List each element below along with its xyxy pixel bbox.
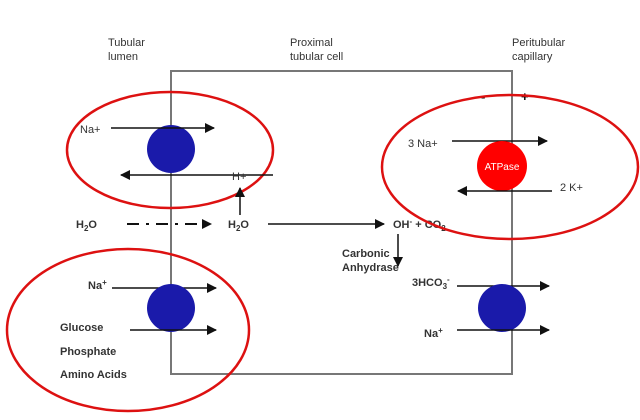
atpase-pump	[477, 141, 527, 191]
na-label-bottom-left: Na+	[88, 278, 107, 292]
cell-outline	[170, 70, 513, 375]
na-label-top-left: Na+	[80, 124, 101, 136]
bicarbonate-label: 3HCO3-	[412, 275, 450, 291]
carbonic-anhydrase-label: Carbonic Anhydrase	[342, 248, 399, 274]
h-label: H+	[232, 171, 246, 183]
amino-acids-label: Amino Acids	[60, 369, 127, 381]
cotransporter-bottom-right	[478, 284, 526, 332]
na-label-top-right: 3 Na+	[408, 138, 438, 150]
highlight-ellipse-bottom-left	[5, 247, 251, 413]
header-cell: Proximal tubular cell	[290, 37, 343, 63]
k-label: 2 K+	[560, 182, 583, 194]
highlight-ellipse-top-right	[380, 93, 640, 241]
antiporter-top-left	[147, 125, 195, 173]
na-label-bottom-right: Na+	[424, 326, 443, 340]
h2o-cell-label: H2O	[228, 219, 249, 233]
h2o-lumen-label: H2O	[76, 219, 97, 233]
glucose-label: Glucose	[60, 322, 103, 334]
phosphate-label: Phosphate	[60, 346, 116, 358]
cotransporter-bottom-left	[147, 284, 195, 332]
atpase-label: ATPase	[485, 162, 520, 173]
header-capillary: Peritubular capillary	[512, 37, 568, 63]
highlight-ellipse-top-left	[65, 90, 275, 210]
header-lumen: Tubular lumen	[108, 37, 148, 63]
